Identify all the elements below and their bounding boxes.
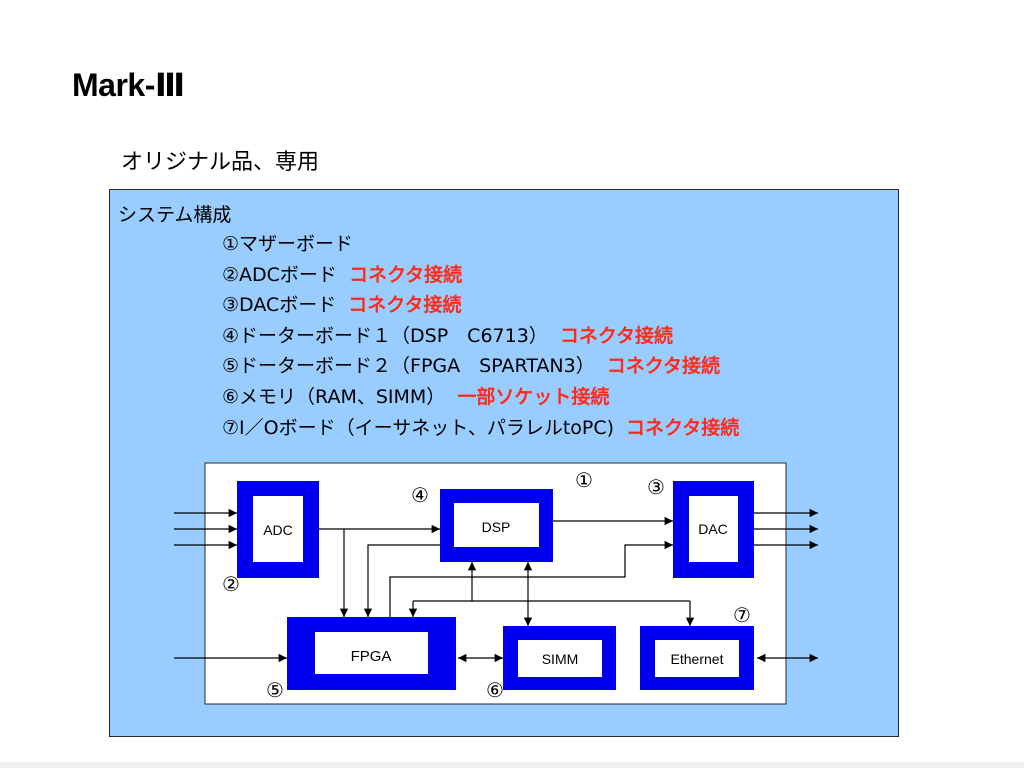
list-item: ①マザーボード bbox=[222, 229, 739, 260]
item-text: ⑦I／Oボード（イーサネット、パラレルtoPC) bbox=[222, 416, 615, 439]
list-item: ②ADCボードコネクタ接続 bbox=[222, 260, 739, 291]
item-text: ③DACボード bbox=[222, 294, 337, 317]
component-list: ①マザーボード ②ADCボードコネクタ接続 ③DACボードコネクタ接続 ④ドータ… bbox=[222, 229, 739, 443]
item-note: コネクタ接続 bbox=[559, 324, 674, 347]
item-note: コネクタ接続 bbox=[606, 355, 720, 378]
list-item: ③DACボードコネクタ接続 bbox=[222, 290, 739, 321]
marker-adc: ② bbox=[222, 572, 240, 596]
bottom-bar bbox=[0, 762, 1024, 768]
fpga-label: FPGA bbox=[351, 648, 392, 665]
simm-block: SIMM bbox=[503, 626, 616, 690]
marker-ethernet: ⑦ bbox=[733, 603, 751, 627]
item-text: ⑥メモリ（RAM、SIMM） bbox=[222, 385, 446, 408]
item-text: ①マザーボード bbox=[222, 233, 354, 255]
fpga-block: FPGA bbox=[287, 617, 456, 690]
item-text: ⑤ドーターボード２（FPGA SPARTAN3） bbox=[222, 355, 595, 378]
simm-label: SIMM bbox=[542, 651, 579, 667]
marker-simm: ⑥ bbox=[486, 678, 504, 702]
connections bbox=[174, 508, 818, 663]
ethernet-block: Ethernet bbox=[640, 626, 754, 690]
list-item: ⑥メモリ（RAM、SIMM） 一部ソケット接続 bbox=[222, 382, 739, 413]
panel-heading: システム構成 bbox=[118, 204, 232, 226]
item-note: 一部ソケット接続 bbox=[457, 385, 610, 408]
dac-block: DAC bbox=[673, 481, 754, 578]
marker-motherboard: ① bbox=[575, 468, 593, 492]
item-text: ②ADCボード bbox=[222, 263, 337, 286]
list-item: ⑤ドーターボード２（FPGA SPARTAN3） コネクタ接続 bbox=[222, 351, 739, 382]
marker-dsp: ④ bbox=[411, 483, 429, 507]
marker-fpga: ⑤ bbox=[266, 678, 284, 702]
dsp-label: DSP bbox=[482, 519, 511, 535]
item-note: コネクタ接続 bbox=[626, 416, 740, 439]
ethernet-label: Ethernet bbox=[671, 651, 724, 667]
marker-dac: ③ bbox=[647, 475, 665, 499]
adc-block: ADC bbox=[237, 481, 319, 578]
page-title: Mark-Ⅲ bbox=[72, 67, 185, 103]
item-note: コネクタ接続 bbox=[348, 263, 463, 286]
list-item: ⑦I／Oボード（イーサネット、パラレルtoPC) コネクタ接続 bbox=[222, 413, 739, 444]
page-subtitle: オリジナル品、専用 bbox=[121, 150, 320, 175]
item-note: コネクタ接続 bbox=[348, 294, 462, 317]
adc-label: ADC bbox=[263, 522, 293, 538]
dsp-block: DSP bbox=[440, 489, 553, 562]
dac-label: DAC bbox=[698, 521, 728, 537]
list-item: ④ドーターボード１（DSP C6713） コネクタ接続 bbox=[222, 321, 739, 352]
item-text: ④ドーターボード１（DSP C6713） bbox=[222, 324, 548, 347]
